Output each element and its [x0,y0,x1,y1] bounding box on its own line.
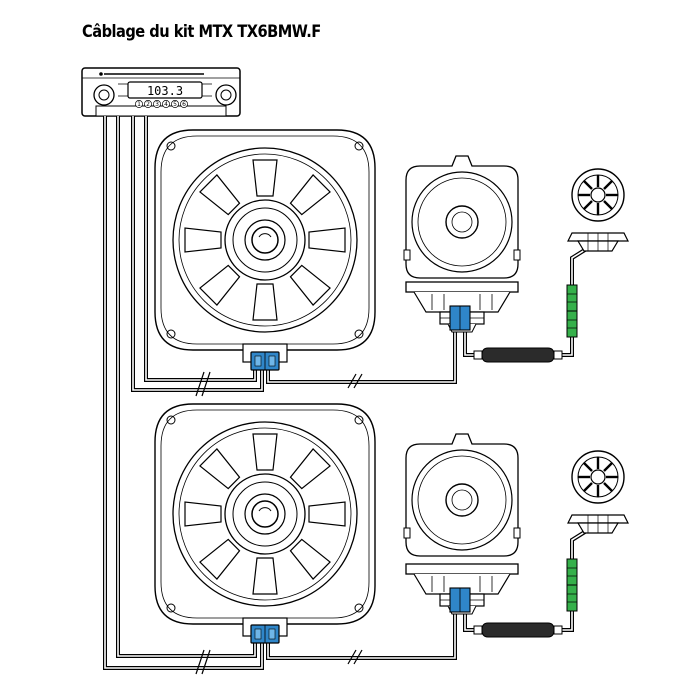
woofer-icon-bottom [154,403,376,637]
connector-icon-tweeter-top-upper [566,284,578,312]
tweeter-icon-top [566,167,630,253]
crossover-filter-icon-top [473,347,563,363]
midrange-speaker-icon-top [403,155,521,279]
connector-icon-tweeter-top-lower [566,310,578,338]
radio-display-frequency: 103.3 [147,84,183,98]
crossover-filter-icon-bottom [473,622,563,638]
connector-icon-woofer-bottom [250,624,280,644]
woofer-icon-top [154,129,376,363]
preset-button-2: 2 [146,101,150,108]
wire-break-marks [195,371,363,675]
midrange-speaker-icon-bottom [403,433,521,557]
connector-icon-tweeter-bottom-lower [566,584,578,612]
connector-icon-mid-bottom [449,587,471,613]
head-unit-icon: 103.3 1 2 3 4 5 6 [81,67,241,117]
connector-icon-tweeter-bottom-upper [566,558,578,586]
diagram-title: Câblage du kit MTX TX6BMW.F [82,22,321,42]
preset-button-3: 3 [155,101,159,108]
preset-button-5: 5 [173,101,177,108]
preset-button-1: 1 [137,101,141,108]
preset-button-6: 6 [182,101,186,108]
connector-icon-woofer-top [250,351,280,371]
connector-icon-mid-top [449,305,471,331]
preset-button-4: 4 [164,101,168,108]
tweeter-icon-bottom [566,449,630,535]
